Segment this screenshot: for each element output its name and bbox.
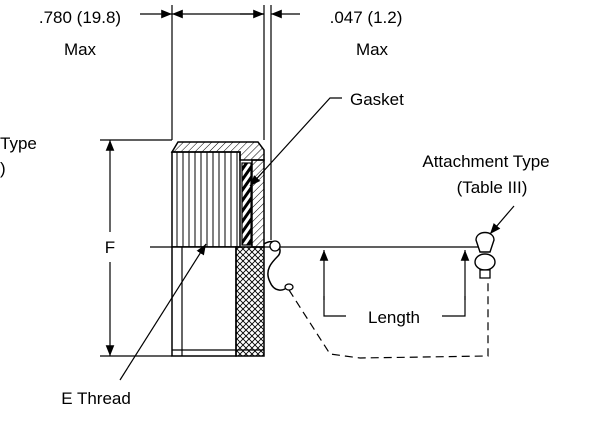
f-label: F (105, 238, 115, 257)
attachment-ring-middle (474, 253, 496, 271)
type-partial-line1: Type (0, 134, 37, 153)
e-thread-label: E Thread (61, 389, 131, 408)
dim-left-max: Max (64, 40, 97, 59)
gasket (241, 162, 252, 246)
dim-left-value: .780 (19.8) (39, 8, 121, 27)
attachment-label-line2: (Table III) (457, 178, 528, 197)
length-label: Length (368, 308, 420, 327)
attachment-leader (489, 205, 515, 235)
cap-top-band (170, 141, 265, 161)
e-thread-leader (119, 243, 207, 381)
attachment-label-line1: Attachment Type (422, 152, 549, 171)
lower-body-crosshatch (235, 246, 265, 357)
cap-ring (269, 240, 281, 252)
lanyard-dashed (288, 278, 489, 359)
gasket-leader (249, 97, 342, 187)
attachment-ring-top (475, 231, 495, 253)
length-bracket-right (442, 296, 466, 317)
knurl-upper (171, 151, 241, 248)
gasket-label: Gasket (350, 90, 404, 109)
dim-right-max: Max (356, 40, 389, 59)
attachment-ring-bottom (479, 269, 491, 279)
dim-right-value: .047 (1.2) (330, 8, 403, 27)
length-bracket-left (323, 296, 346, 317)
type-partial-line2: ) (0, 159, 6, 178)
loop-end (284, 283, 294, 291)
